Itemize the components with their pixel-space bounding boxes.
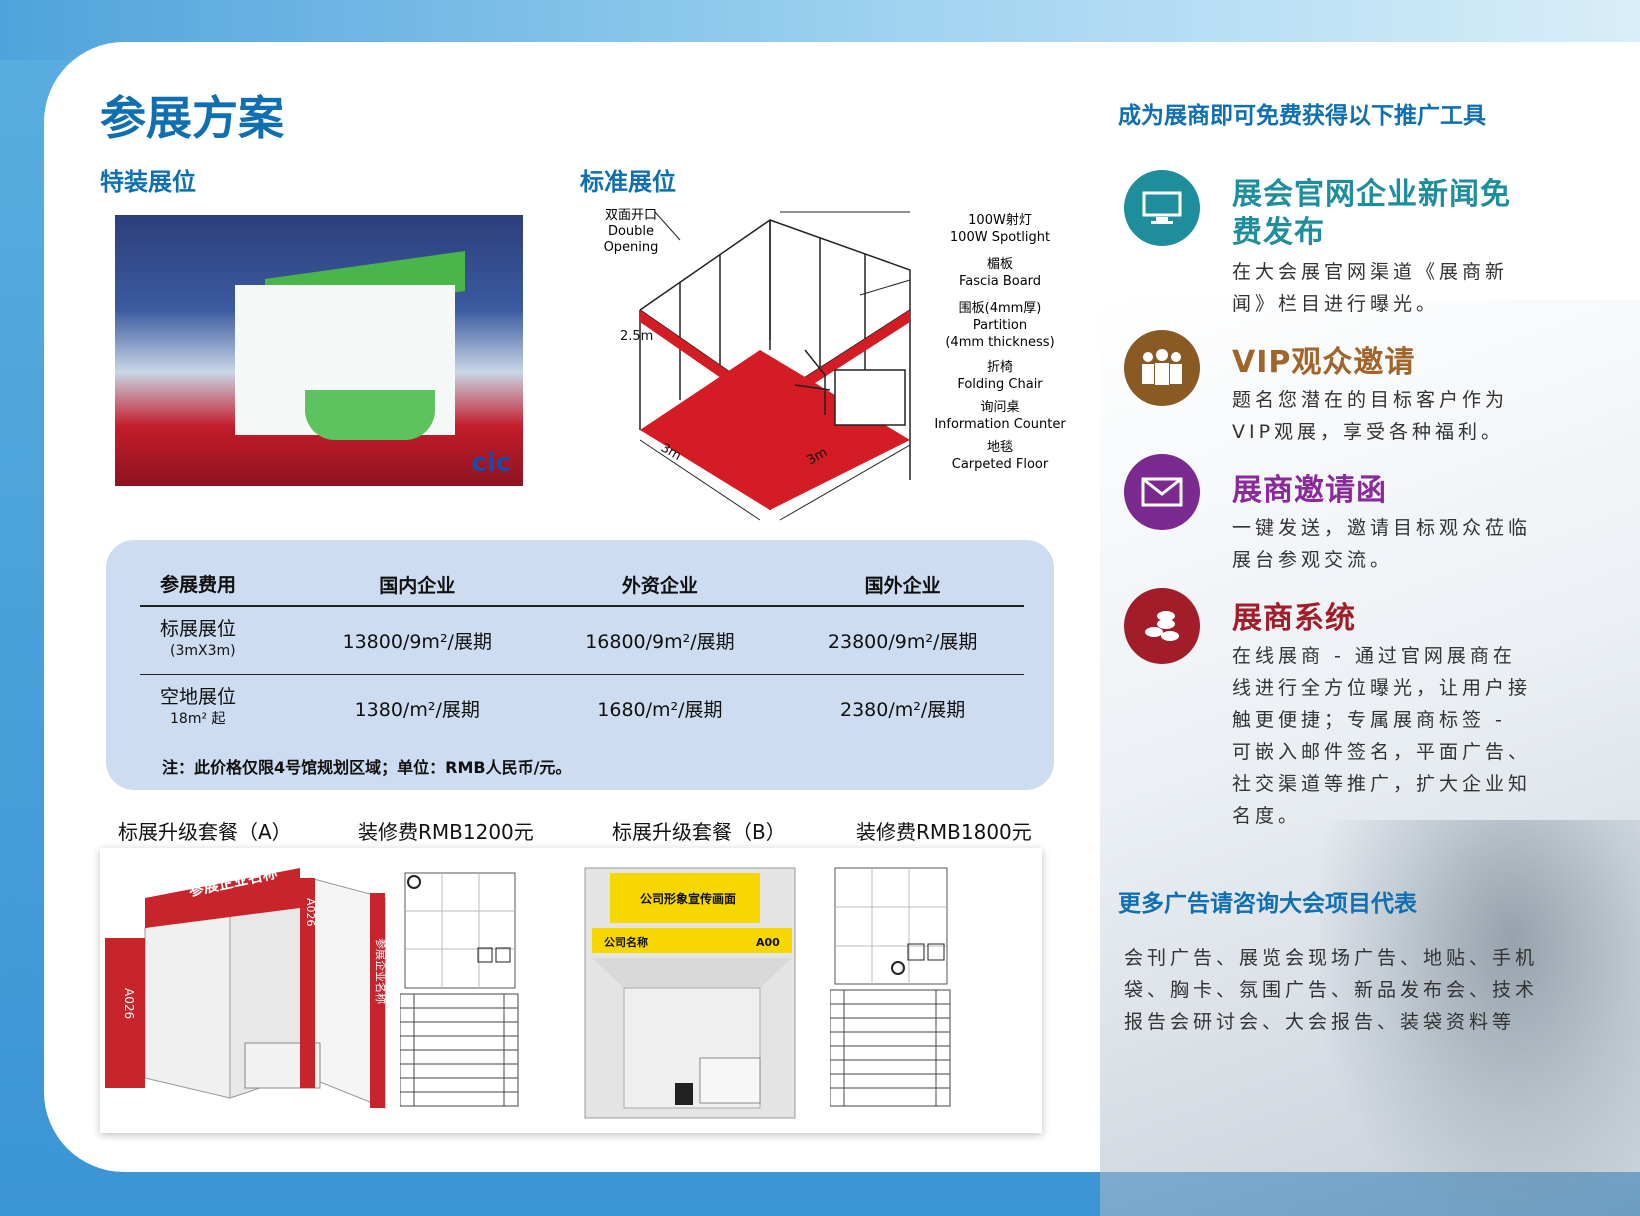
price-box: 参展费用 国内企业 外资企业 国外企业 标展展位(3mX3m) 13800/9m… — [106, 540, 1054, 790]
partition-label: 围板(4mm厚)Partition(4mm thickness) — [945, 301, 1055, 350]
carpeted-floor — [640, 350, 910, 510]
tool-desc-system: 在线展商 - 通过官网展商在线进行全方位曝光，让用户接触更便捷；专属展商标签 -… — [1232, 645, 1532, 827]
package-a-render: 参展企业名称 A026 A026 参展企业名称 — [105, 864, 388, 1109]
crowd-silhouette — [1320, 820, 1640, 1216]
tool-title-news: 展会官网企业新闻免费发布 — [1232, 177, 1511, 250]
more-ads-heading: 更多广告请咨询大会项目代表 — [1118, 891, 1417, 917]
package-a-floorplan — [400, 872, 519, 1107]
package-b-label: 标展升级套餐（B） — [612, 820, 786, 844]
booth-back-frame — [639, 219, 911, 480]
package-b-render: 公司形象宣传画面 公司名称 A00 — [584, 867, 796, 1119]
package-b-floorplan — [830, 867, 951, 1107]
monitor-icon — [1124, 170, 1200, 246]
more-ads-text: 会刊广告、展览会现场广告、地贴、手机袋、胸卡、氛围广告、新品发布会、技术报告会研… — [1124, 947, 1539, 1033]
package-b-fee: 装修费RMB1800元 — [856, 820, 1032, 844]
coins-icon — [1124, 588, 1200, 664]
tool-desc-vip: 题名您潜在的目标客户作为VIP观展，享受各种福利。 — [1232, 389, 1509, 443]
svg-text:公司名称: 公司名称 — [604, 935, 648, 949]
people-icon — [1124, 330, 1200, 406]
table-row: 标展展位(3mX3m) 13800/9m²/展期 16800/9m²/展期 23… — [140, 606, 1024, 675]
tool-desc-invitation: 一键发送，邀请目标观众莅临展台参观交流。 — [1232, 517, 1532, 571]
svg-text:A00: A00 — [756, 936, 780, 949]
promo-tools-heading: 成为展商即可免费获得以下推广工具 — [1118, 103, 1486, 129]
price-note: 注：此价格仅限4号馆规划区域；单位：RMB人民币/元。 — [162, 758, 572, 777]
cic-logo: cic — [471, 448, 511, 478]
double-opening-label: 双面开口 Double Opening — [603, 208, 659, 255]
left-fascia-board — [640, 310, 770, 412]
tool-title-system: 展商系统 — [1232, 601, 1356, 636]
folding-chair — [794, 349, 831, 415]
standard-booth-heading: 标准展位 — [580, 168, 676, 196]
standard-booth-diagram: 2.5m 3m 3m — [620, 211, 911, 521]
price-table-header: 参展费用 国内企业 外资企业 国外企业 — [140, 564, 1024, 607]
svg-text:A026: A026 — [304, 898, 317, 927]
information-counter — [834, 369, 906, 426]
svg-text:A026: A026 — [122, 988, 136, 1019]
crowd-photo-background — [1100, 300, 1640, 1216]
svg-text:参展企业名称: 参展企业名称 — [374, 938, 388, 1004]
tool-desc-news: 在大会展官网渠道《展商新闻》栏目进行曝光。 — [1232, 261, 1509, 315]
tool-title-vip: VIP观众邀请 — [1232, 345, 1416, 380]
package-a-label: 标展升级套餐（A） — [118, 820, 292, 844]
package-a-fee: 装修费RMB1200元 — [358, 820, 534, 844]
svg-text:公司形象宣传画面: 公司形象宣传画面 — [640, 891, 736, 906]
special-booth-heading: 特装展位 — [100, 168, 196, 196]
tool-title-invitation: 展商邀请函 — [1232, 473, 1387, 508]
price-table: 参展费用 国内企业 外资企业 国外企业 标展展位(3mX3m) 13800/9m… — [140, 564, 1024, 742]
photo-counter — [305, 390, 435, 440]
package-images: 参展企业名称 A026 A026 参展企业名称 公司形象宣传画面 公司名称 A — [100, 848, 1042, 1133]
height-label: 2.5m — [620, 329, 653, 344]
page-title: 参展方案 — [100, 91, 284, 145]
envelope-icon — [1124, 454, 1200, 530]
special-booth-photo: cic — [115, 215, 523, 486]
